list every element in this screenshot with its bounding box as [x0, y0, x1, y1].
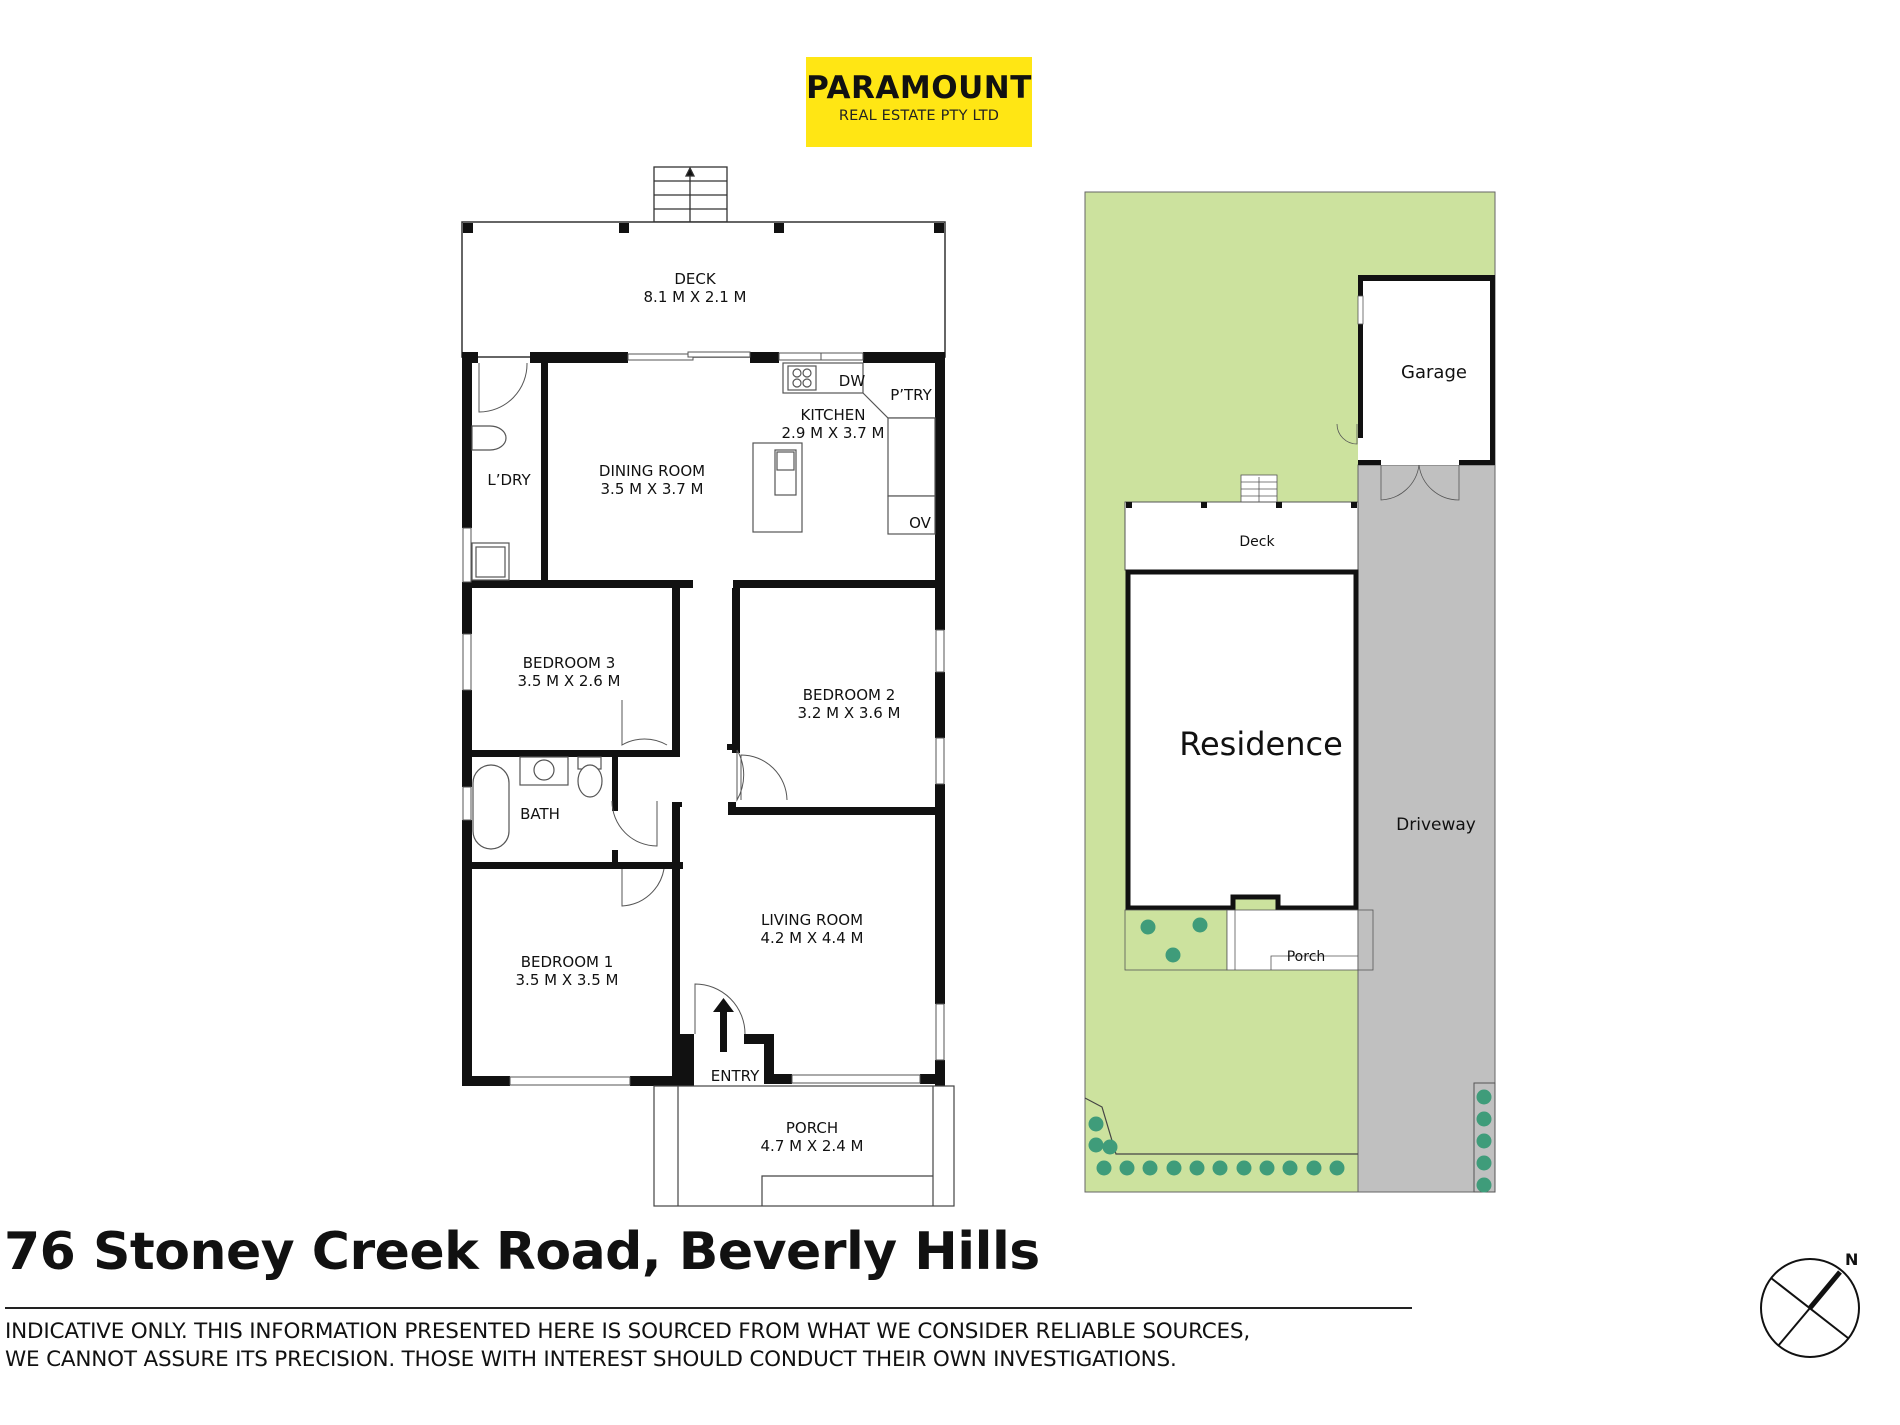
disclaimer: INDICATIVE ONLY. THIS INFORMATION PRESEN…	[5, 1318, 1250, 1374]
site-labels: Garage Deck Residence Driveway Porch	[1179, 362, 1476, 965]
label-bedroom-2: BEDROOM 2	[803, 686, 896, 704]
label-living-room: LIVING ROOM	[761, 911, 863, 929]
porch	[653, 1085, 955, 1207]
laundry-fixtures	[471, 425, 510, 581]
kitchen-fixtures	[752, 362, 936, 535]
label-dishwasher: DW	[839, 372, 866, 390]
label-oven: OV	[909, 514, 932, 532]
windows	[462, 351, 945, 1086]
label-porch: PORCH	[786, 1119, 838, 1137]
label-bath: BATH	[520, 805, 560, 823]
dims-dining-room: 3.5 M X 3.7 M	[601, 480, 704, 498]
label-bedroom-1: BEDROOM 1	[521, 953, 614, 971]
label-laundry: L’DRY	[487, 471, 531, 489]
logo-brand: PARAMOUNT	[806, 70, 1032, 106]
label-residence: Residence	[1179, 725, 1343, 763]
label-site-porch: Porch	[1287, 949, 1326, 965]
disclaimer-line-1: INDICATIVE ONLY. THIS INFORMATION PRESEN…	[5, 1319, 1251, 1344]
room-labels: DECK 8.1 M X 2.1 M KITCHEN 2.9 M X 3.7 M…	[487, 270, 932, 1155]
site-plan: Garage Deck Residence Driveway Porch	[1084, 191, 1496, 1193]
floor-plan: DECK 8.1 M X 2.1 M KITCHEN 2.9 M X 3.7 M…	[461, 166, 955, 1207]
label-pantry: P’TRY	[890, 386, 932, 404]
label-entry: ENTRY	[711, 1067, 760, 1085]
property-address: 76 Stoney Creek Road, Beverly Hills	[4, 1222, 1040, 1282]
logo-subtitle: REAL ESTATE PTY LTD	[838, 108, 1000, 124]
bath-fixtures	[472, 756, 603, 850]
site-deck	[1124, 474, 1359, 571]
dims-bedroom-1: 3.5 M X 3.5 M	[516, 971, 619, 989]
dims-living-room: 4.2 M X 4.4 M	[761, 929, 864, 947]
label-dining-room: DINING ROOM	[599, 462, 705, 480]
label-bedroom-3: BEDROOM 3	[523, 654, 616, 672]
disclaimer-line-2: WE CANNOT ASSURE ITS PRECISION. THOSE WI…	[5, 1347, 1177, 1372]
label-site-deck: Deck	[1239, 534, 1275, 550]
tree-icons	[1088, 917, 1492, 1193]
dims-porch: 4.7 M X 2.4 M	[761, 1137, 864, 1155]
site-porch	[1124, 909, 1374, 971]
door-swings	[478, 362, 788, 1035]
residence	[1125, 569, 1359, 911]
dims-kitchen: 2.9 M X 3.7 M	[782, 424, 885, 442]
compass-icon: N	[1760, 1250, 1860, 1358]
dims-bedroom-3: 3.5 M X 2.6 M	[518, 672, 621, 690]
label-driveway: Driveway	[1396, 815, 1476, 835]
garage	[1336, 275, 1495, 501]
dims-deck: 8.1 M X 2.1 M	[644, 288, 747, 306]
label-deck: DECK	[674, 270, 717, 288]
entry-arrow-icon	[713, 998, 734, 1052]
footer-divider	[5, 1307, 1412, 1309]
interior-walls	[465, 363, 945, 1076]
deck-stairs	[653, 166, 728, 223]
dims-bedroom-2: 3.2 M X 3.6 M	[798, 704, 901, 722]
deck	[461, 221, 946, 358]
label-kitchen: KITCHEN	[801, 406, 866, 424]
label-garage: Garage	[1401, 362, 1467, 383]
compass-north-label: N	[1845, 1250, 1858, 1269]
agency-logo: PARAMOUNT REAL ESTATE PTY LTD	[806, 57, 1032, 147]
